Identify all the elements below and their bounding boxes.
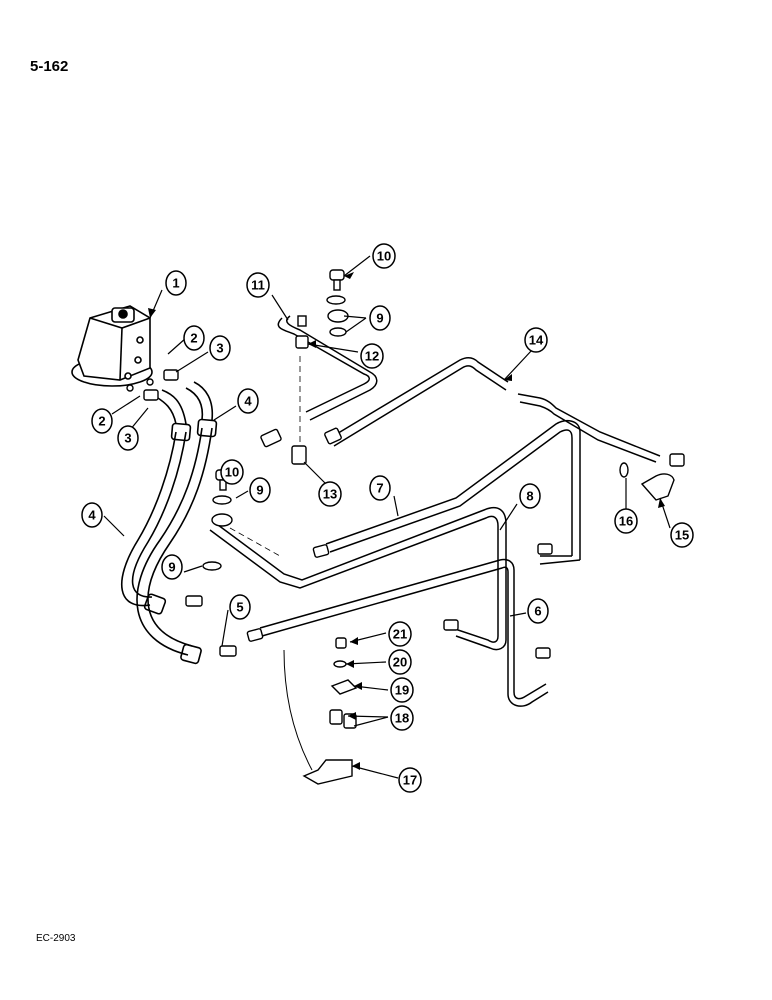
callout-11: 11 [251,278,265,293]
callout-4: 4 [244,394,252,409]
callout-8: 8 [526,489,533,504]
callout-13: 13 [323,487,337,502]
page-number: 5-162 [30,58,69,75]
alignment-lines [229,356,301,557]
leader-arrowheads [148,272,665,770]
callout-4: 4 [88,508,96,523]
callout-7: 7 [376,481,383,496]
callout-9: 9 [168,560,175,575]
callout-1: 1 [172,276,179,291]
callout-18: 18 [395,711,409,726]
steering-valve [71,305,153,387]
callout-19: 19 [395,683,409,698]
callout-labels: 1 2 3 2 3 4 4 5 6 7 8 9 9 9 10 10 11 12 … [88,249,689,788]
callout-9: 9 [376,311,383,326]
callout-10: 10 [225,465,239,480]
callout-15: 15 [675,528,689,543]
callout-9: 9 [256,483,263,498]
callout-2: 2 [190,331,197,346]
callout-12: 12 [365,349,379,364]
hoses [121,381,218,665]
callout-20: 20 [393,655,407,670]
callout-10: 10 [377,249,391,264]
callout-3: 3 [124,431,131,446]
pipes [209,315,661,707]
callout-16: 16 [619,514,633,529]
callout-2: 2 [98,414,105,429]
callout-6: 6 [534,604,541,619]
callout-21: 21 [393,627,407,642]
bracket-shadow-arc [283,649,313,771]
callout-3: 3 [216,341,223,356]
callout-5: 5 [236,600,243,615]
callout-bubbles [81,243,694,793]
callout-17: 17 [403,773,417,788]
fittings [126,269,685,785]
callout-14: 14 [529,333,544,348]
document-code: EC-2903 [36,933,76,944]
